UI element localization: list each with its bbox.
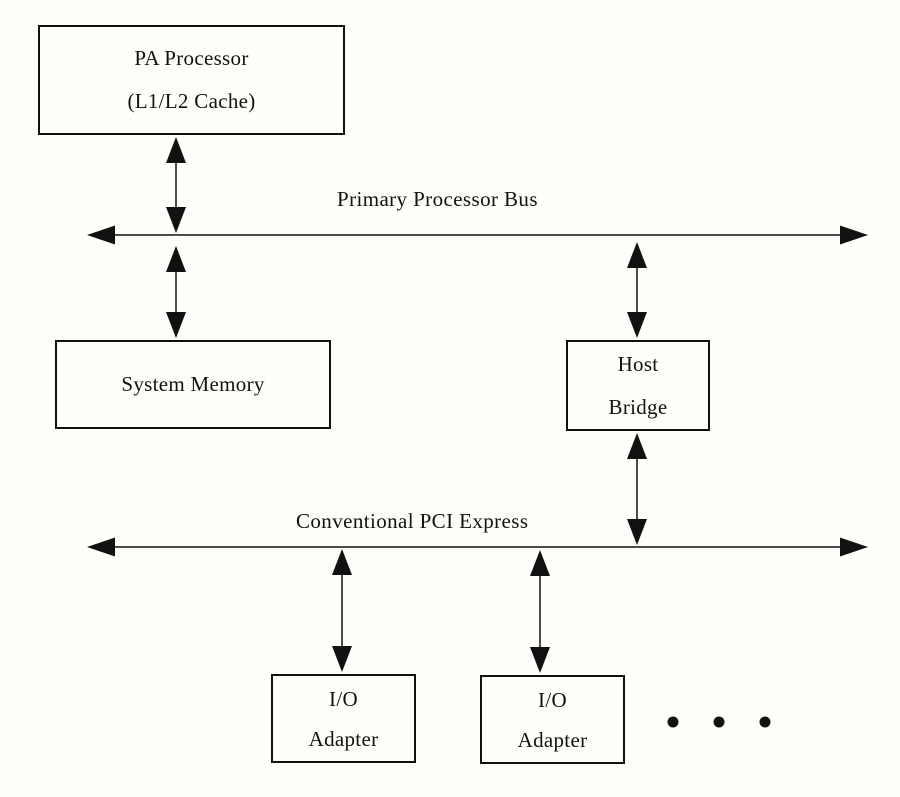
io-adapter-1-label-line2: Adapter xyxy=(308,726,379,751)
arrow-primary-bus-to-host-bridge xyxy=(627,242,647,338)
host-bridge-box: Host Bridge xyxy=(566,340,710,431)
pci-express-bus-arrow xyxy=(87,537,868,557)
system-memory-box: System Memory xyxy=(55,340,331,429)
arrow-processor-to-primary-bus xyxy=(166,137,186,233)
system-memory-label: System Memory xyxy=(121,372,265,396)
io-adapter-1-label-line1: I/O xyxy=(329,686,358,711)
arrow-pci-bus-to-io-adapter-2 xyxy=(530,550,550,673)
host-bridge-label-line1: Host xyxy=(617,351,659,376)
arrow-host-bridge-to-pci-bus xyxy=(627,433,647,545)
primary-processor-bus-label: Primary Processor Bus xyxy=(337,187,538,211)
io-adapter-1-box: I/O Adapter xyxy=(271,674,416,763)
io-adapter-2-label-line1: I/O xyxy=(538,687,567,712)
pa-processor-box: PA Processor (L1/L2 Cache) xyxy=(38,25,345,135)
io-adapter-2-box: I/O Adapter xyxy=(480,675,625,764)
arrow-pci-bus-to-io-adapter-1 xyxy=(332,549,352,672)
ellipsis-dots-icon xyxy=(667,716,771,728)
host-bridge-label-line2: Bridge xyxy=(608,394,668,419)
primary-processor-bus-arrow xyxy=(87,225,868,245)
pa-processor-cache-label: (L1/L2 Cache) xyxy=(127,89,256,113)
arrow-primary-bus-to-system-memory xyxy=(166,246,186,338)
pci-express-bus-label: Conventional PCI Express xyxy=(296,509,529,533)
pa-processor-label: PA Processor xyxy=(134,46,249,70)
io-adapter-2-label-line2: Adapter xyxy=(517,727,588,752)
